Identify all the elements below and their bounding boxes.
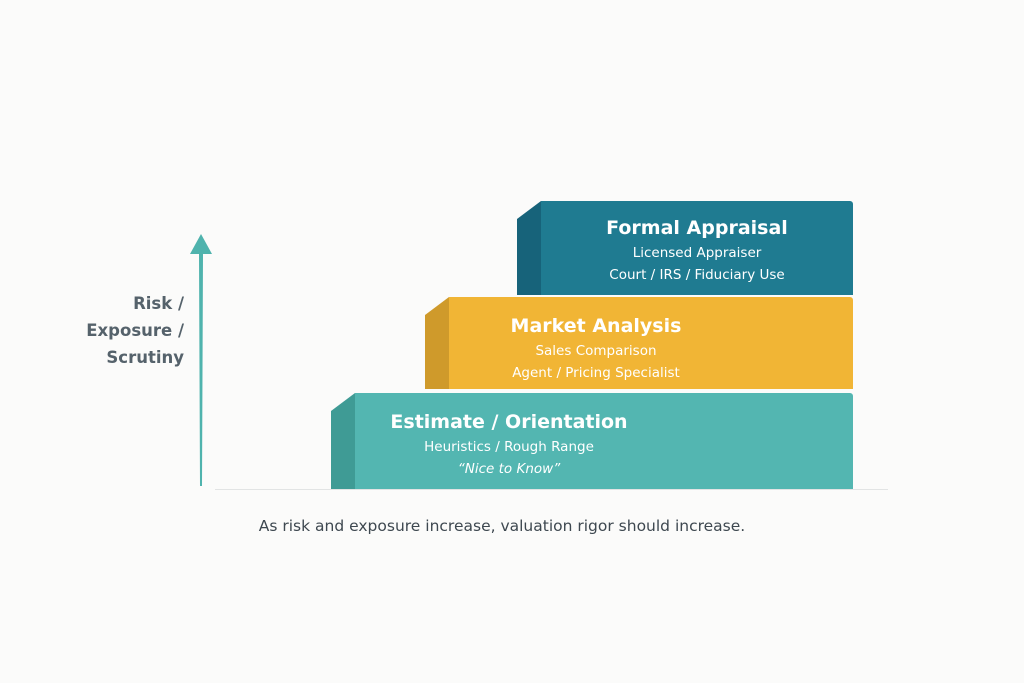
step-market-analysis: Market Analysis Sales Comparison Agent /… [425,297,853,389]
step-line: Licensed Appraiser [632,245,762,261]
step-side [331,393,355,489]
step-face: Estimate / Orientation Heuristics / Roug… [355,393,853,489]
step-line: Sales Comparison [535,343,657,359]
step-line: Court / IRS / Fiduciary Use [609,267,785,283]
step-title: Estimate / Orientation [390,411,628,433]
step-line: “Nice to Know” [457,461,561,477]
step-formal-appraisal: Formal Appraisal Licensed Appraiser Cour… [517,201,853,295]
step-line: Agent / Pricing Specialist [512,365,680,381]
step-estimate-orientation: Estimate / Orientation Heuristics / Roug… [331,393,853,489]
risk-arrow-icon [190,234,212,486]
step-title: Formal Appraisal [606,217,788,239]
caption: As risk and exposure increase, valuation… [258,517,746,535]
step-side [517,201,541,295]
step-title: Market Analysis [510,315,682,337]
baseline [215,489,888,490]
step-face: Market Analysis Sales Comparison Agent /… [449,297,853,389]
step-face: Formal Appraisal Licensed Appraiser Cour… [541,201,853,295]
axis-label-line: Exposure / [86,321,184,340]
axis-label-line: Risk / [133,294,184,313]
axis-label: Risk / Exposure / Scrutiny [60,290,184,371]
axis-label-line: Scrutiny [106,348,184,367]
step-line: Heuristics / Rough Range [424,439,594,455]
step-side [425,297,449,389]
